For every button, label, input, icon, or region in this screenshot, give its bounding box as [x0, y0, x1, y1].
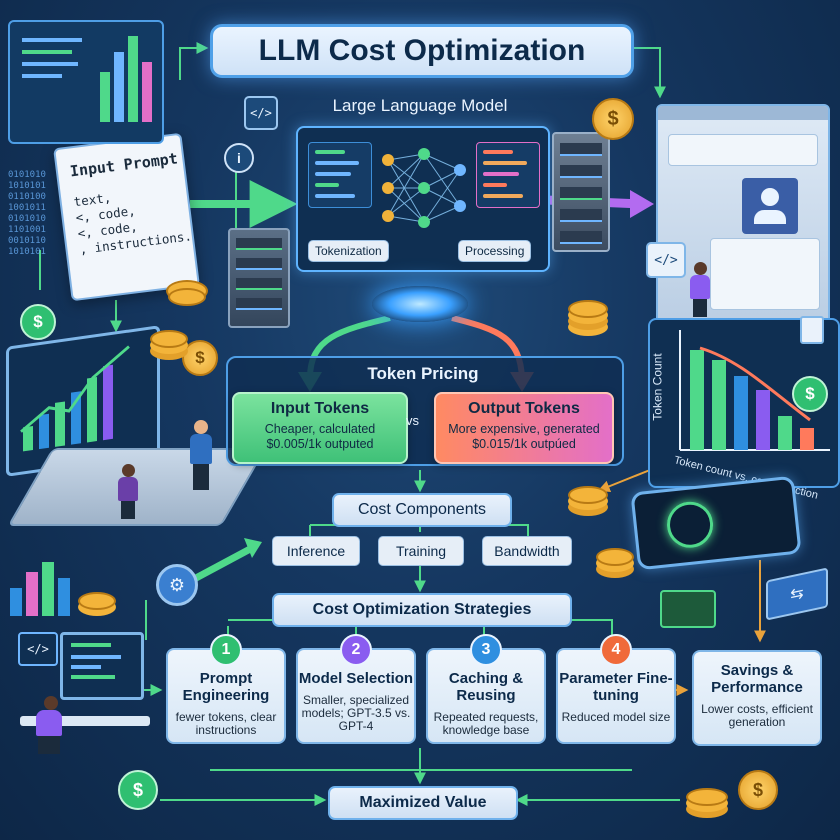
processing-code-card [476, 142, 540, 208]
strategy-title: Prompt Engineering [182, 670, 270, 704]
strategy-desc: Smaller, specialized models; GPT-3.5 vs.… [301, 693, 411, 733]
input-prompt-heading: Input Prompt [68, 149, 179, 181]
strategy-badge-4: 4 [600, 634, 632, 666]
coin-stack [596, 548, 634, 566]
neural-network-icon [382, 148, 466, 228]
page-title: LLM Cost Optimization [210, 24, 634, 78]
strategy-card-model-selection: Model Selection Smaller, specialized mod… [296, 648, 416, 744]
strategy-title: Model Selection [298, 670, 414, 687]
output-tokens-price: $0.015/1k outpúed [472, 437, 576, 451]
versus-label: vs [406, 413, 419, 428]
input-tokens-title: Input Tokens [270, 400, 370, 417]
person-figure-2 [118, 464, 138, 520]
info-icon: i [224, 143, 254, 173]
dollar-coin-icon-bottom: $ [118, 770, 158, 810]
desk-monitor [60, 632, 144, 700]
input-prompt-card: Input Prompt text, <, code, <, code, , i… [53, 132, 200, 302]
dollar-coin-icon-bottom-right: $ [738, 770, 778, 810]
desk [20, 716, 150, 726]
llm-panel: Tokenization Processing [296, 126, 550, 272]
output-tokens-title: Output Tokens [468, 400, 580, 417]
coin-stack [568, 486, 608, 504]
seated-person [36, 696, 66, 756]
person-figure [190, 420, 212, 492]
ai-logo-icon [664, 499, 716, 551]
coin-stack [78, 592, 116, 610]
coin-stack [568, 300, 608, 318]
input-tokens-card: Input Tokens Cheaper, calculated $0.005/… [232, 392, 408, 464]
processing-label: Processing [458, 240, 532, 262]
input-prompt-body: text, <, code, <, code, , instructions. [72, 189, 193, 257]
laptop-screen [6, 325, 160, 477]
strategy-title: Parameter Fine-tuning [559, 670, 673, 704]
analytics-monitor [8, 20, 164, 144]
strategy-desc: Reduced model size [561, 710, 671, 724]
component-inference: Inference [272, 536, 360, 566]
strategy-desc: fewer tokens, clear instructions [175, 710, 277, 737]
data-transfer-icon: ⇆ [766, 567, 828, 621]
cost-components-title: Cost Components [332, 493, 512, 527]
tokenization-label: Tokenization [308, 240, 389, 262]
token-count-bars [679, 330, 830, 451]
coin-stack [168, 288, 206, 306]
code-icon: </> [244, 96, 278, 130]
processing-hub [372, 286, 468, 322]
strategies-title: Cost Optimization Strategies [272, 593, 572, 627]
mini-bar-chart [10, 562, 70, 616]
document-icon [800, 316, 824, 344]
output-code-icon: </> [646, 242, 686, 278]
desk-code-icon: </> [18, 632, 58, 666]
savings-performance-card: Savings & Performance Lower costs, effic… [692, 650, 822, 746]
maximized-value-box: Maximized Value [328, 786, 518, 820]
output-tokens-card: Output Tokens More expensive, generated … [434, 392, 614, 464]
strategy-badge-2: 2 [340, 634, 372, 666]
strategy-badge-3: 3 [470, 634, 502, 666]
server-stack-right [552, 132, 610, 252]
output-window [656, 104, 830, 334]
input-tokens-price: $0.005/1k outputed [266, 437, 374, 451]
circuit-icon [660, 590, 716, 628]
server-stack-left [228, 228, 290, 328]
strategy-badge-1: 1 [210, 634, 242, 666]
token-chart-ylabel: Token Count [650, 353, 665, 421]
strategy-title: Caching & Reusing [448, 670, 524, 704]
person-figure-3 [690, 262, 710, 318]
phone-device [630, 475, 802, 571]
dollar-badge-icon-right: $ [792, 376, 828, 412]
token-pricing-title: Token Pricing [367, 364, 479, 383]
component-bandwidth: Bandwidth [482, 536, 572, 566]
savings-title: Savings & Performance [711, 662, 803, 696]
dollar-badge-icon-left: $ [20, 304, 56, 340]
strategy-desc: Repeated requests, knowledge base [433, 710, 539, 737]
user-avatar-icon [742, 178, 798, 234]
coin-stack [150, 330, 188, 348]
component-training: Training [378, 536, 464, 566]
laptop-growth-chart [20, 345, 130, 452]
dollar-coin-icon: $ [592, 98, 634, 140]
bar-chart-icon [22, 36, 152, 122]
coin-stack [686, 788, 728, 806]
settings-gear-icon: ⚙ [156, 564, 198, 606]
llm-label: Large Language Model [332, 96, 508, 115]
savings-desc: Lower costs, efficient generation [701, 702, 813, 729]
input-tokens-desc: Cheaper, calculated [264, 422, 376, 436]
strategy-card-fine-tuning: Parameter Fine-tuning Reduced model size [556, 648, 676, 744]
dollar-coin-icon-mid: $ [182, 340, 218, 376]
tokenization-code-card [308, 142, 372, 208]
output-tokens-desc: More expensive, generated [448, 422, 600, 436]
